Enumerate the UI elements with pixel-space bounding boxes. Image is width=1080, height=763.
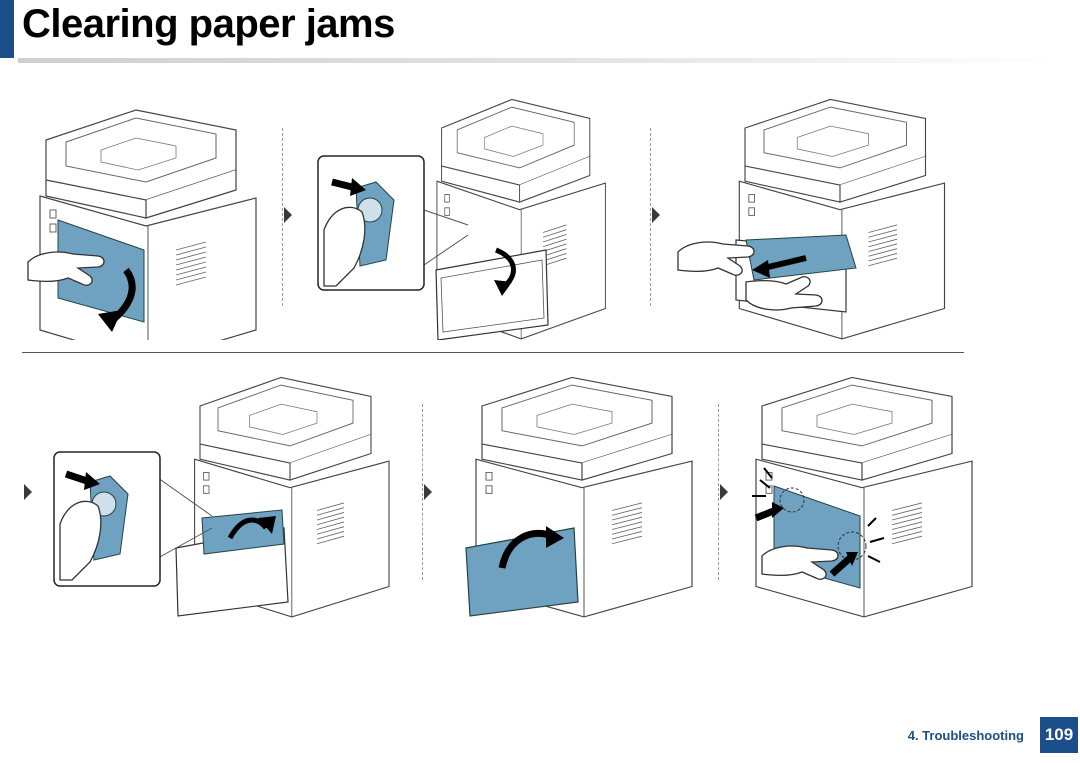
click-sound-icon	[779, 487, 805, 513]
next-step-arrow-icon	[284, 207, 292, 223]
hand-icon	[59, 500, 102, 581]
curved-arrow-icon	[227, 517, 268, 540]
figure-close-rear-cover	[465, 376, 693, 618]
step-separator	[650, 128, 651, 306]
section-label: 4. Troubleshooting	[907, 728, 1024, 743]
figure-release-fuser-levers	[317, 98, 606, 340]
title-accent-bar	[0, 0, 14, 58]
next-step-arrow-icon	[720, 484, 728, 500]
page-number-badge: 109	[1040, 717, 1078, 753]
figure-pull-out-jammed-paper	[677, 98, 946, 340]
next-step-arrow-icon	[424, 484, 432, 500]
figure-press-cover-to-click	[752, 376, 973, 618]
step-separator	[718, 404, 719, 580]
page-title: Clearing paper jams	[22, 2, 395, 46]
title-underline	[18, 58, 1058, 63]
push-arrow-icon	[829, 555, 853, 577]
row-divider	[22, 352, 964, 353]
next-step-arrow-icon	[24, 484, 32, 500]
step-separator	[282, 128, 283, 306]
hand-icon	[323, 206, 366, 287]
figure-push-fuser-levers-back	[53, 376, 390, 618]
pull-arrow-icon	[763, 255, 807, 271]
figure-open-rear-cover	[27, 109, 257, 340]
step-separator	[422, 404, 423, 580]
next-step-arrow-icon	[652, 207, 660, 223]
